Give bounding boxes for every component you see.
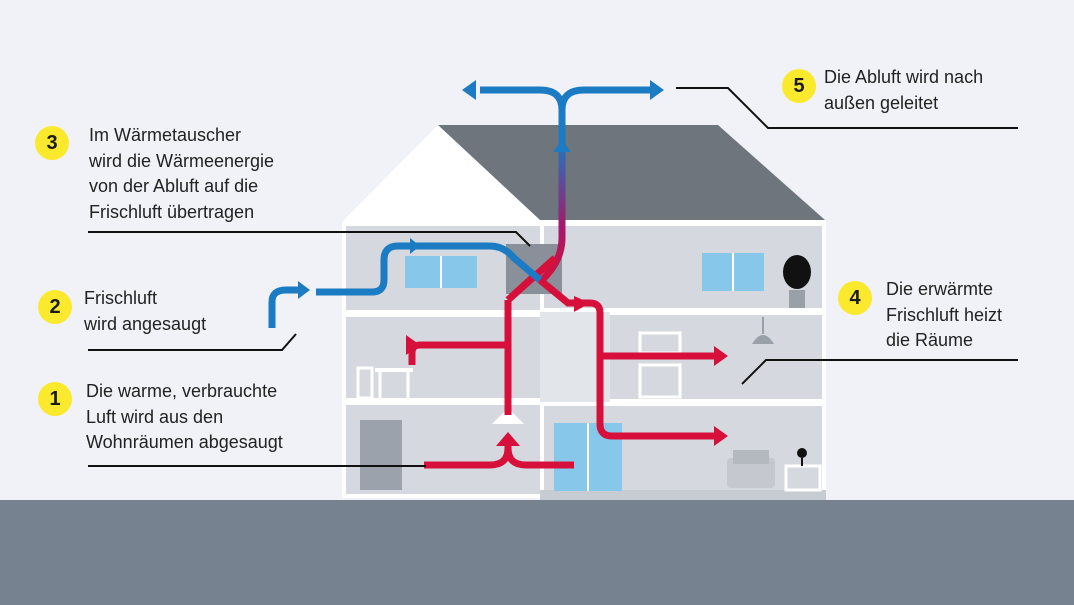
- arrowhead: [496, 432, 520, 446]
- callout-2-text: Frischluft wird angesaugt: [84, 288, 207, 334]
- fresh-air-ducts: [268, 86, 650, 328]
- fridge: [360, 420, 402, 490]
- arrowhead: [553, 140, 571, 152]
- step-badge-1: 1: [38, 382, 72, 416]
- exchanger-cross: [505, 255, 558, 303]
- step-badge-5: 5: [782, 69, 816, 103]
- warm-air-ducts: [408, 275, 716, 469]
- ground: [0, 500, 1074, 605]
- callout-4: 4 Die erwärmte Frischluft heizt die Räum…: [838, 279, 1002, 354]
- leader-lines: [88, 87, 1018, 467]
- arrowhead: [298, 281, 310, 299]
- callout-2: 2 Frischluft wird angesaugt: [38, 288, 206, 337]
- arrowhead: [714, 426, 728, 446]
- step-badge-2: 2: [38, 290, 72, 324]
- arrowhead: [410, 238, 420, 254]
- step-badge-4: 4: [838, 281, 872, 315]
- arrowhead: [462, 80, 476, 100]
- arrowhead: [650, 80, 664, 100]
- arrowhead: [406, 335, 420, 355]
- exhaust-duct: [537, 140, 566, 285]
- callout-5: 5 Die Abluft wird nach außen geleitet: [782, 67, 983, 116]
- callout-5-text: Die Abluft wird nach außen geleitet: [824, 67, 984, 113]
- arrowhead: [714, 346, 728, 366]
- house: [342, 125, 826, 500]
- callout-4-text: Die erwärmte Frischluft heizt die Räume: [886, 279, 1003, 351]
- callout-1: 1 Die warme, verbrauchte Luft wird aus d…: [38, 381, 283, 456]
- arrowhead: [574, 296, 590, 312]
- step-badge-3: 3: [35, 126, 69, 160]
- callout-3-text: Im Wärmetauscher wird die Wärmeenergie v…: [89, 125, 275, 222]
- callout-1-text: Die warme, verbrauchte Luft wird aus den…: [86, 381, 283, 453]
- callout-3: 3 Im Wärmetauscher wird die Wärmeenergie…: [35, 125, 275, 225]
